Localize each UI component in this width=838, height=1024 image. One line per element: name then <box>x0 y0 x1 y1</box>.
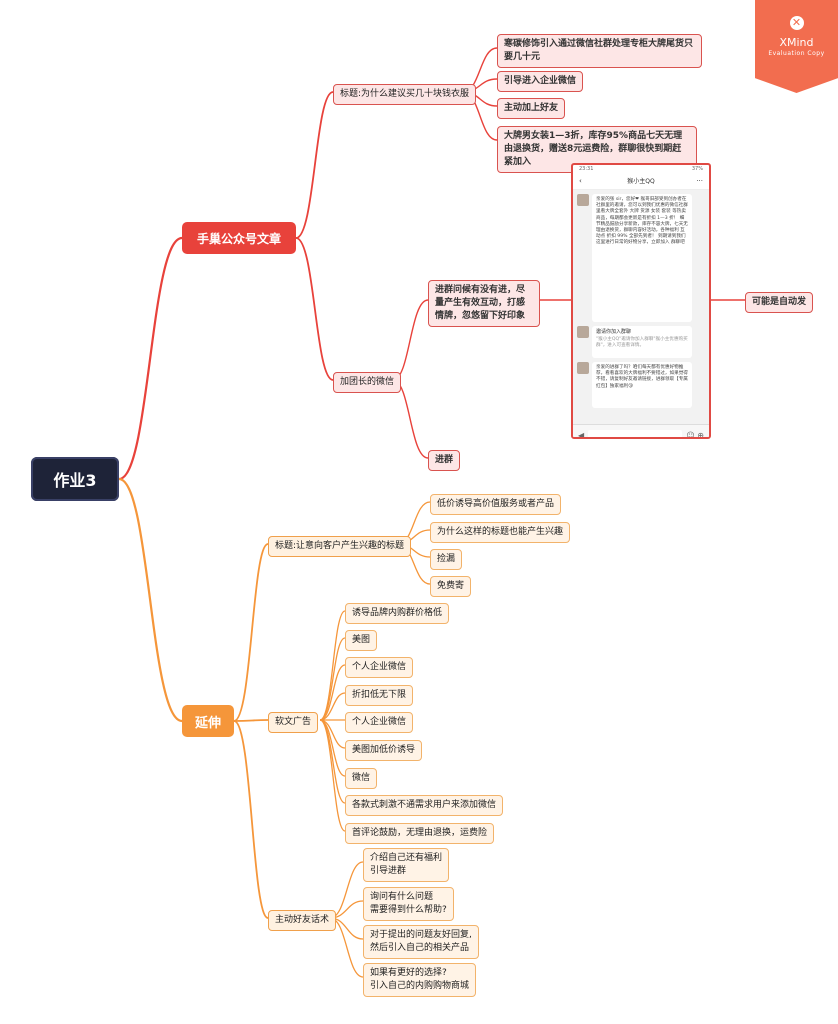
leaf-guide-enterprise-wechat[interactable]: 引导进入企业微信 <box>497 71 584 92</box>
leaf-add-friend[interactable]: 主动加上好友 <box>497 98 566 119</box>
leaf-low-price-lure[interactable]: 低价诱导高价值服务或者产品 <box>430 494 562 515</box>
leaf-greeting-interaction[interactable]: 进群问候有没有进，尽量产生有效互动，打感情牌，忽悠留下好印象 <box>428 280 540 327</box>
leaf-better-choice[interactable]: 如果有更好的选择? 引入自己的内购购物商城 <box>363 963 477 997</box>
main-topic-extension[interactable]: 延伸 <box>182 705 234 737</box>
leaf-unlimited-discount[interactable]: 折扣低无下限 <box>345 685 414 706</box>
subtopic-title-why-cheap-clothes[interactable]: 标题:为什么建议买几十块钱衣服 <box>333 84 477 105</box>
message-bubble: 亲爱的进群了吗？咱们每天都有优惠好物推荐，看看喜欢的大牌福利不要错过，如果觉得不… <box>592 362 692 408</box>
chat-message: 邀请你加入群聊 "猴小主QQ"邀请你加入群聊"猴小主优惠购买群"，进入可查看详情… <box>577 326 705 358</box>
avatar <box>577 362 589 374</box>
leaf-nice-images[interactable]: 美图 <box>345 630 378 651</box>
leaf-intro-wechat-community[interactable]: 寒碳修饰引入通过微信社群处理专柜大牌尾货只要几十元 <box>497 34 702 68</box>
leaf-bargain[interactable]: 捡漏 <box>430 549 463 570</box>
status-battery: 37% <box>691 166 703 172</box>
message-bubble: 亲爱的张 sir，您好❤ 猴哥旧部受到创办者在社群里的邀请，您可以到我们优惠的微… <box>592 194 692 322</box>
leaf-join-group[interactable]: 进群 <box>428 450 461 471</box>
chat-input-bar: ◀ ☺ ⊕ <box>573 424 709 439</box>
leaf-friendly-reply[interactable]: 对于提出的问题友好回复, 然后引入自己的相关产品 <box>363 925 479 959</box>
chat-header: ‹ 猴小主QQ ··· <box>573 175 709 190</box>
leaf-first-review-return[interactable]: 首评论鼓励，无理由退换，运费险 <box>345 823 495 844</box>
leaf-style-stimulus[interactable]: 各款式刺激不通需求用户来添加微信 <box>345 795 504 816</box>
leaf-free-shipping[interactable]: 免费寄 <box>430 576 472 597</box>
subtopic-friend-script[interactable]: 主动好友话术 <box>268 910 337 931</box>
xmind-brand: XMind <box>779 36 814 49</box>
chat-screenshot-image: 23:31 37% ‹ 猴小主QQ ··· 亲爱的张 sir，您好❤ 猴哥旧部受… <box>571 163 711 439</box>
subtopic-soft-ad[interactable]: 软文广告 <box>268 712 319 733</box>
subtopic-add-leader-wechat[interactable]: 加团长的微信 <box>333 372 402 393</box>
leaf-wechat[interactable]: 微信 <box>345 768 378 789</box>
main-topic-article[interactable]: 手巢公众号文章 <box>182 222 296 254</box>
chat-message: 亲爱的进群了吗？咱们每天都有优惠好物推荐，看看喜欢的大牌福利不要错过，如果觉得不… <box>577 362 705 408</box>
subtopic-interest-title[interactable]: 标题:让意向客户产生兴趣的标题 <box>268 536 412 557</box>
leaf-why-title-interest[interactable]: 为什么这样的标题也能产生兴趣 <box>430 522 571 543</box>
back-icon: ‹ <box>579 177 582 185</box>
note-maybe-auto-send[interactable]: 可能是自动发 <box>745 292 814 313</box>
emoji-plus-icons: ☺ ⊕ <box>686 430 704 439</box>
evaluation-note: Evaluation Copy <box>768 50 825 57</box>
group-invite-card: 邀请你加入群聊 "猴小主QQ"邀请你加入群聊"猴小主优惠购买群"，进入可查看详情… <box>592 326 692 358</box>
chat-message: 亲爱的张 sir，您好❤ 猴哥旧部受到创办者在社群里的邀请，您可以到我们优惠的微… <box>577 194 705 322</box>
close-x-icon: ✕ <box>789 16 804 30</box>
voice-icon: ◀ <box>578 430 585 439</box>
avatar <box>577 194 589 206</box>
invite-title: 邀请你加入群聊 <box>596 329 632 335</box>
leaf-brand-group-low-price[interactable]: 诱导品牌内购群价格低 <box>345 603 450 624</box>
leaf-introduce-self[interactable]: 介绍自己还有福利 引导进群 <box>363 848 450 882</box>
leaf-personal-enterprise-wechat-2[interactable]: 个人企业微信 <box>345 712 414 733</box>
status-time: 23:31 <box>579 166 594 172</box>
more-icon: ··· <box>696 177 703 185</box>
leaf-ask-problem[interactable]: 询问有什么问题 需要得到什么帮助? <box>363 887 454 921</box>
invite-body: "猴小主QQ"邀请你加入群聊"猴小主优惠购买群"，进入可查看详情。 <box>596 337 688 349</box>
leaf-personal-enterprise-wechat[interactable]: 个人企业微信 <box>345 657 414 678</box>
chat-messages: 亲爱的张 sir，您好❤ 猴哥旧部受到创办者在社群里的邀请，您可以到我们优惠的微… <box>573 190 709 424</box>
root-topic[interactable]: 作业3 <box>31 457 119 501</box>
phone-status-bar: 23:31 37% <box>573 165 709 175</box>
leaf-images-low-price[interactable]: 美图加低价诱导 <box>345 740 423 761</box>
xmind-evaluation-badge: ✕ XMind Evaluation Copy <box>755 0 838 93</box>
chat-input-field <box>588 430 683 437</box>
chat-title: 猴小主QQ <box>627 178 655 185</box>
avatar <box>577 326 589 338</box>
